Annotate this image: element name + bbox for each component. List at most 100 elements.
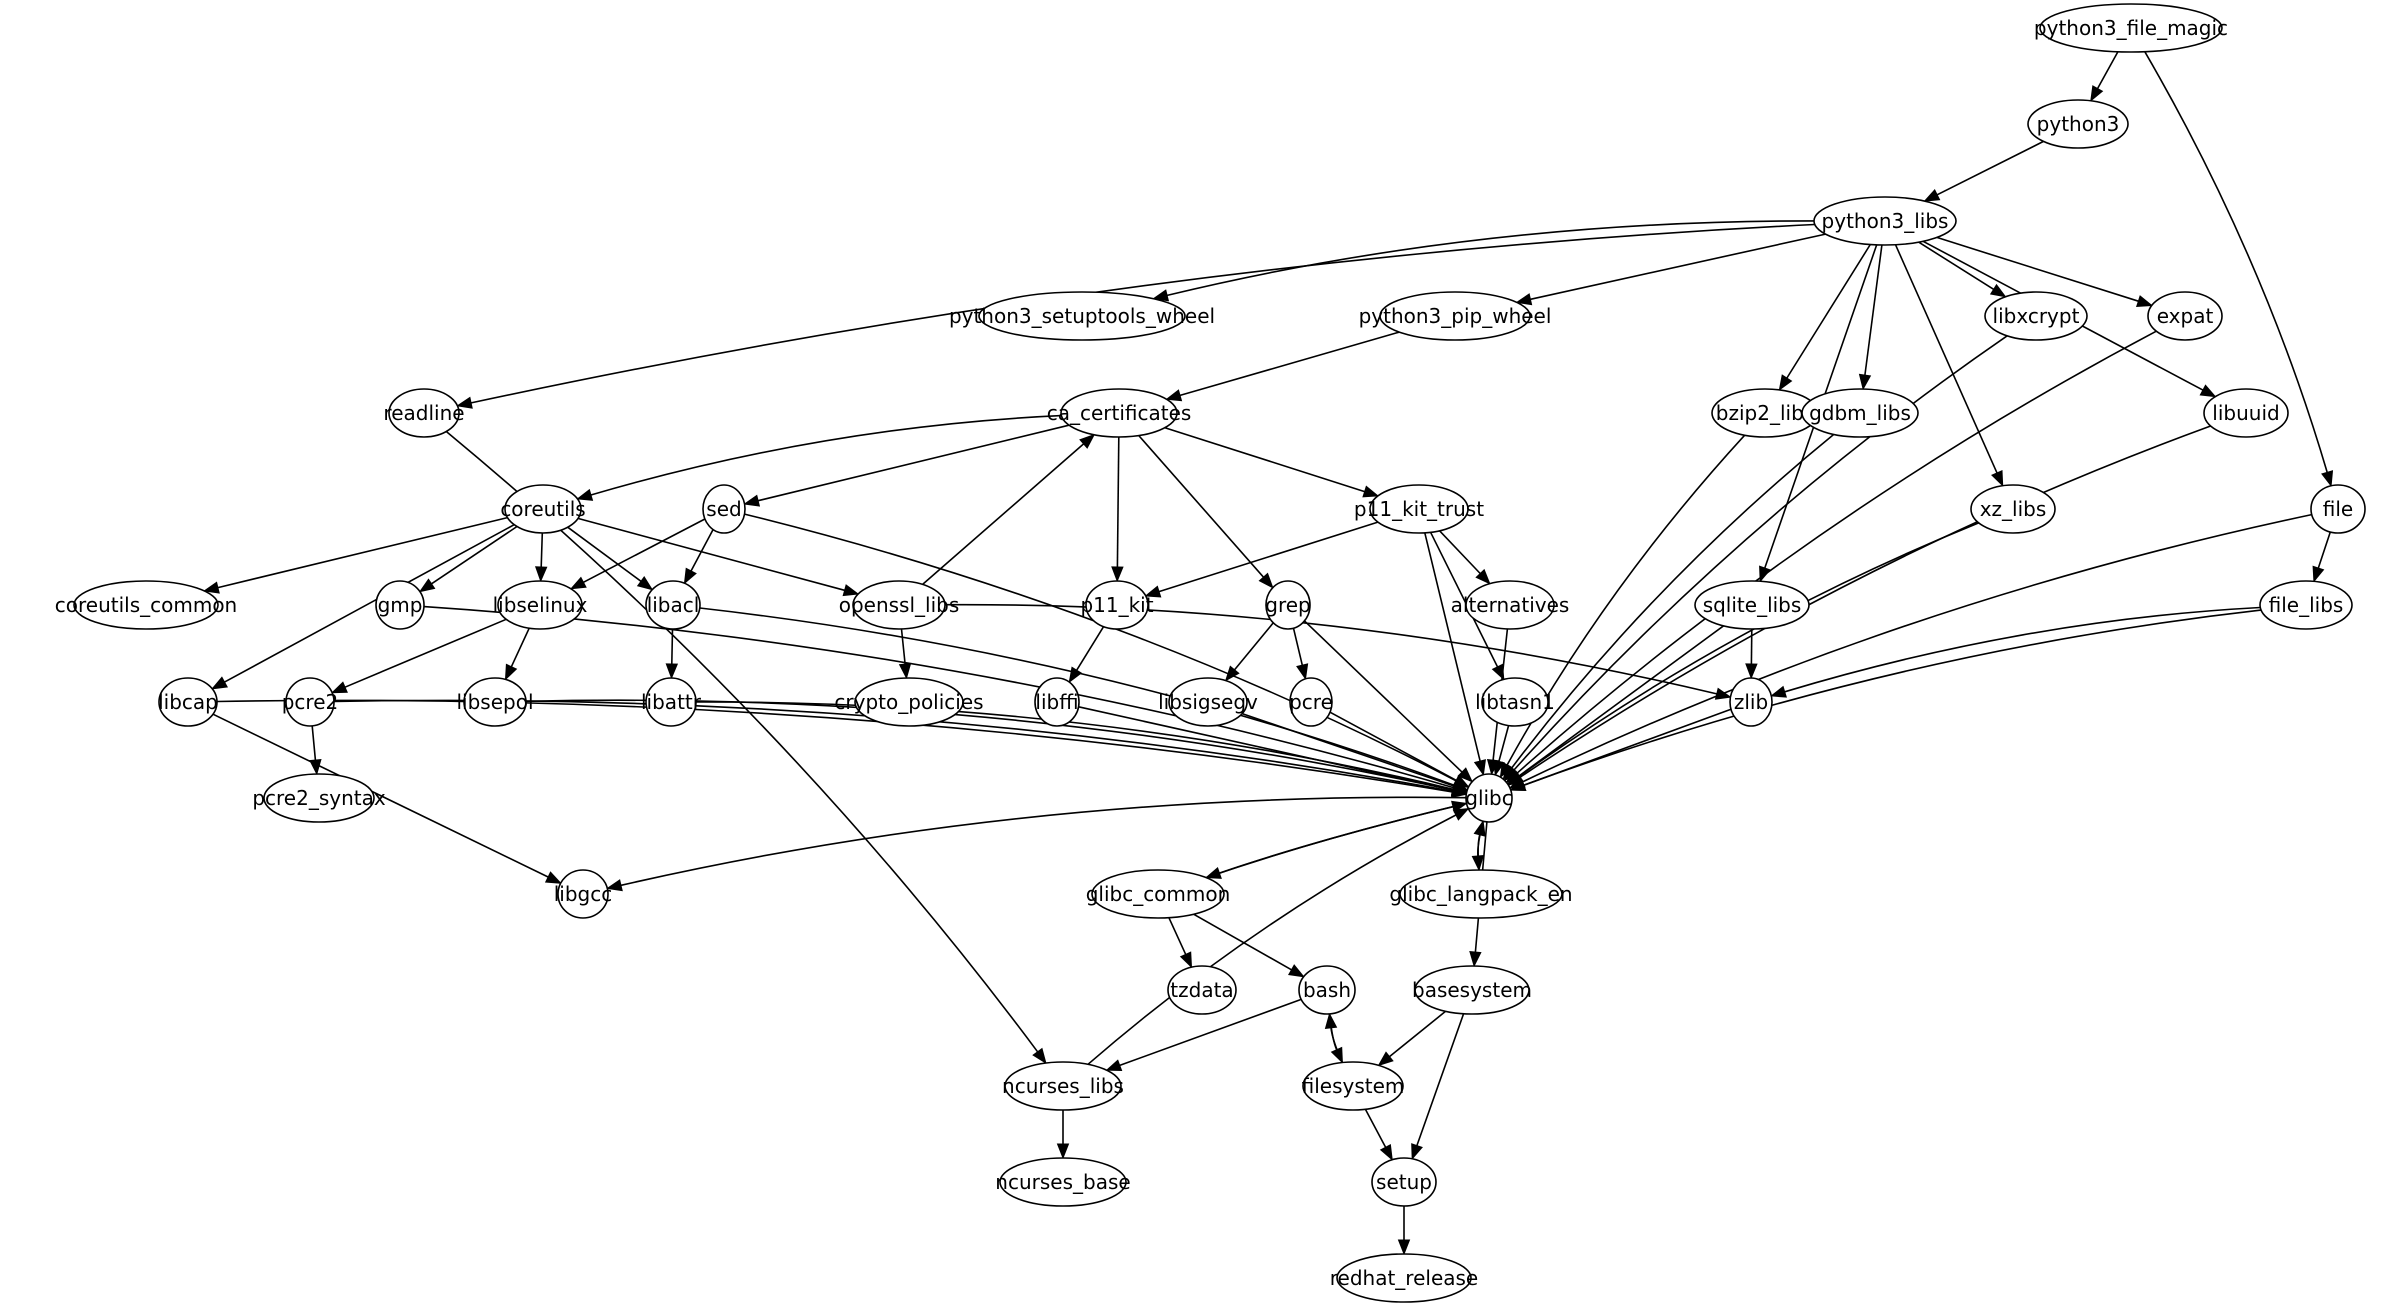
edge-line (1518, 522, 1980, 777)
node-file_libs[interactable]: file_libs (2259, 580, 2353, 630)
node-libgcc[interactable]: libgcc (554, 869, 613, 919)
node-label: pcre2 (282, 690, 339, 714)
node-bash[interactable]: bash (1298, 965, 1356, 1015)
arrowhead-icon (504, 663, 518, 681)
node-ellipse (1970, 484, 2056, 534)
node-bzip2_libs[interactable]: bzip2_libs (1711, 388, 1819, 438)
edge-python3-to-python3_libs (1923, 140, 2044, 202)
node-python3_file_magic[interactable]: python3_file_magic (2034, 3, 2228, 53)
node-openssl_libs[interactable]: openssl_libs (839, 580, 960, 630)
edge-python3_libs-to-expat (1936, 236, 2154, 308)
edge-glibc_langpack_en-to-glibc (1473, 819, 1486, 871)
node-file[interactable]: file (2310, 484, 2366, 534)
node-libacl[interactable]: libacl (645, 580, 701, 630)
node-zlib[interactable]: zlib (1729, 677, 1773, 727)
node-label: glibc_common (1086, 882, 1231, 906)
arrowhead-icon (1377, 1051, 1394, 1067)
arrowhead-icon (1179, 951, 1193, 969)
node-expat[interactable]: expat (2147, 291, 2223, 341)
node-libsepol[interactable]: libsepol (456, 677, 534, 727)
edge-line (1138, 435, 1265, 578)
node-python3_setuptools_wheel[interactable]: python3_setuptools_wheel (949, 291, 1215, 341)
node-gmp[interactable]: gmp (375, 580, 425, 630)
node-pcre2_syntax[interactable]: pcre2_syntax (252, 773, 386, 823)
edge-line (1416, 1013, 1465, 1146)
node-python3_libs[interactable]: python3_libs (1813, 196, 1957, 246)
edge-glibc_common-to-tzdata (1168, 917, 1193, 969)
edge-line (1292, 628, 1304, 666)
edge-filesystem-to-bash (1324, 1012, 1344, 1063)
arrowhead-icon (1923, 189, 1941, 202)
node-sed[interactable]: sed (702, 484, 746, 534)
node-grep[interactable]: grep (1265, 580, 1311, 630)
node-p11_kit_trust[interactable]: p11_kit_trust (1354, 484, 1484, 534)
edge-file_libs-to-zlib (1769, 606, 2261, 698)
edge-p11_kit_trust-to-p11_kit (1144, 521, 1379, 598)
edge-coreutils-to-coreutils_common (202, 516, 508, 594)
node-alternatives[interactable]: alternatives (1451, 580, 1570, 630)
edge-coreutils-to-libcap (210, 523, 515, 690)
edge-line (2144, 51, 2328, 473)
node-libxcrypt[interactable]: libxcrypt (1984, 291, 2088, 341)
edge-line (212, 713, 549, 878)
edge-libacl-to-glibc (699, 607, 1469, 791)
node-redhat_release[interactable]: redhat_release (1330, 1253, 1479, 1303)
node-xz_libs[interactable]: xz_libs (1970, 484, 2056, 534)
edge-line (224, 523, 515, 683)
node-gdbm_libs[interactable]: gdbm_libs (1801, 388, 1919, 438)
node-ncurses_libs[interactable]: ncurses_libs (1002, 1061, 1124, 1111)
node-label: pcre2_syntax (252, 786, 386, 810)
node-glibc_langpack_en[interactable]: glibc_langpack_en (1389, 869, 1573, 919)
node-coreutils[interactable]: coreutils (500, 484, 586, 534)
node-ellipse (1813, 196, 1957, 246)
node-p11_kit[interactable]: p11_kit (1080, 580, 1154, 630)
node-pcre2[interactable]: pcre2 (282, 677, 339, 727)
edge-line (1918, 241, 1995, 290)
edge-openssl_libs-to-ca_certificates (922, 433, 1096, 586)
node-label: glibc_langpack_en (1389, 882, 1572, 906)
node-glibc[interactable]: glibc (1465, 773, 1513, 823)
node-libsigsegv[interactable]: libsigsegv (1158, 677, 1258, 727)
edge-line (540, 532, 544, 568)
node-pcre[interactable]: pcre (1289, 677, 1333, 727)
node-label: sed (706, 497, 741, 521)
node-python3[interactable]: python3 (2027, 99, 2129, 149)
arrowhead-icon (1858, 373, 1872, 391)
node-libuuid[interactable]: libuuid (2203, 388, 2289, 438)
node-libselinux[interactable]: libselinux (493, 580, 588, 630)
node-ellipse (1298, 965, 1356, 1015)
node-label: expat (2157, 304, 2214, 328)
node-glibc_common[interactable]: glibc_common (1086, 869, 1231, 919)
node-label: gdbm_libs (1809, 401, 1911, 425)
node-libtasn1[interactable]: libtasn1 (1475, 677, 1555, 727)
arrowhead-icon (1362, 485, 1380, 498)
node-libcap[interactable]: libcap (158, 677, 218, 727)
arrowhead-icon (1296, 663, 1309, 681)
node-ncurses_base[interactable]: ncurses_base (995, 1157, 1131, 1207)
node-label: setup (1376, 1170, 1432, 1194)
edge-grep-to-glibc (1303, 620, 1474, 783)
node-readline[interactable]: readline (383, 388, 465, 438)
node-setup[interactable]: setup (1371, 1157, 1437, 1207)
node-filesystem[interactable]: filesystem (1302, 1061, 1405, 1111)
node-coreutils_common[interactable]: coreutils_common (55, 580, 237, 630)
arrowhead-icon (1473, 819, 1486, 837)
node-ellipse (2310, 484, 2366, 534)
edge-line (1078, 706, 1453, 791)
node-ellipse (463, 677, 527, 727)
node-libattr[interactable]: libattr (641, 677, 702, 727)
node-python3_pip_wheel[interactable]: python3_pip_wheel (1359, 291, 1552, 341)
arrowhead-icon (2090, 85, 2104, 102)
node-libffi[interactable]: libffi (1034, 677, 1080, 727)
edge-line (1894, 244, 1998, 474)
node-label: libselinux (493, 593, 588, 617)
node-ca_certificates[interactable]: ca_certificates (1047, 388, 1192, 438)
edge-ncurses_libs-to-ncurses_base (1056, 1110, 1070, 1160)
node-basesystem[interactable]: basesystem (1412, 965, 1532, 1015)
node-crypto_policies[interactable]: crypto_policies (834, 677, 984, 727)
node-sqlite_libs[interactable]: sqlite_libs (1694, 580, 1810, 630)
arrowhead-icon (202, 581, 220, 594)
node-ellipse (2203, 388, 2289, 438)
node-tzdata[interactable]: tzdata (1167, 965, 1237, 1015)
edge-line (1477, 834, 1481, 871)
